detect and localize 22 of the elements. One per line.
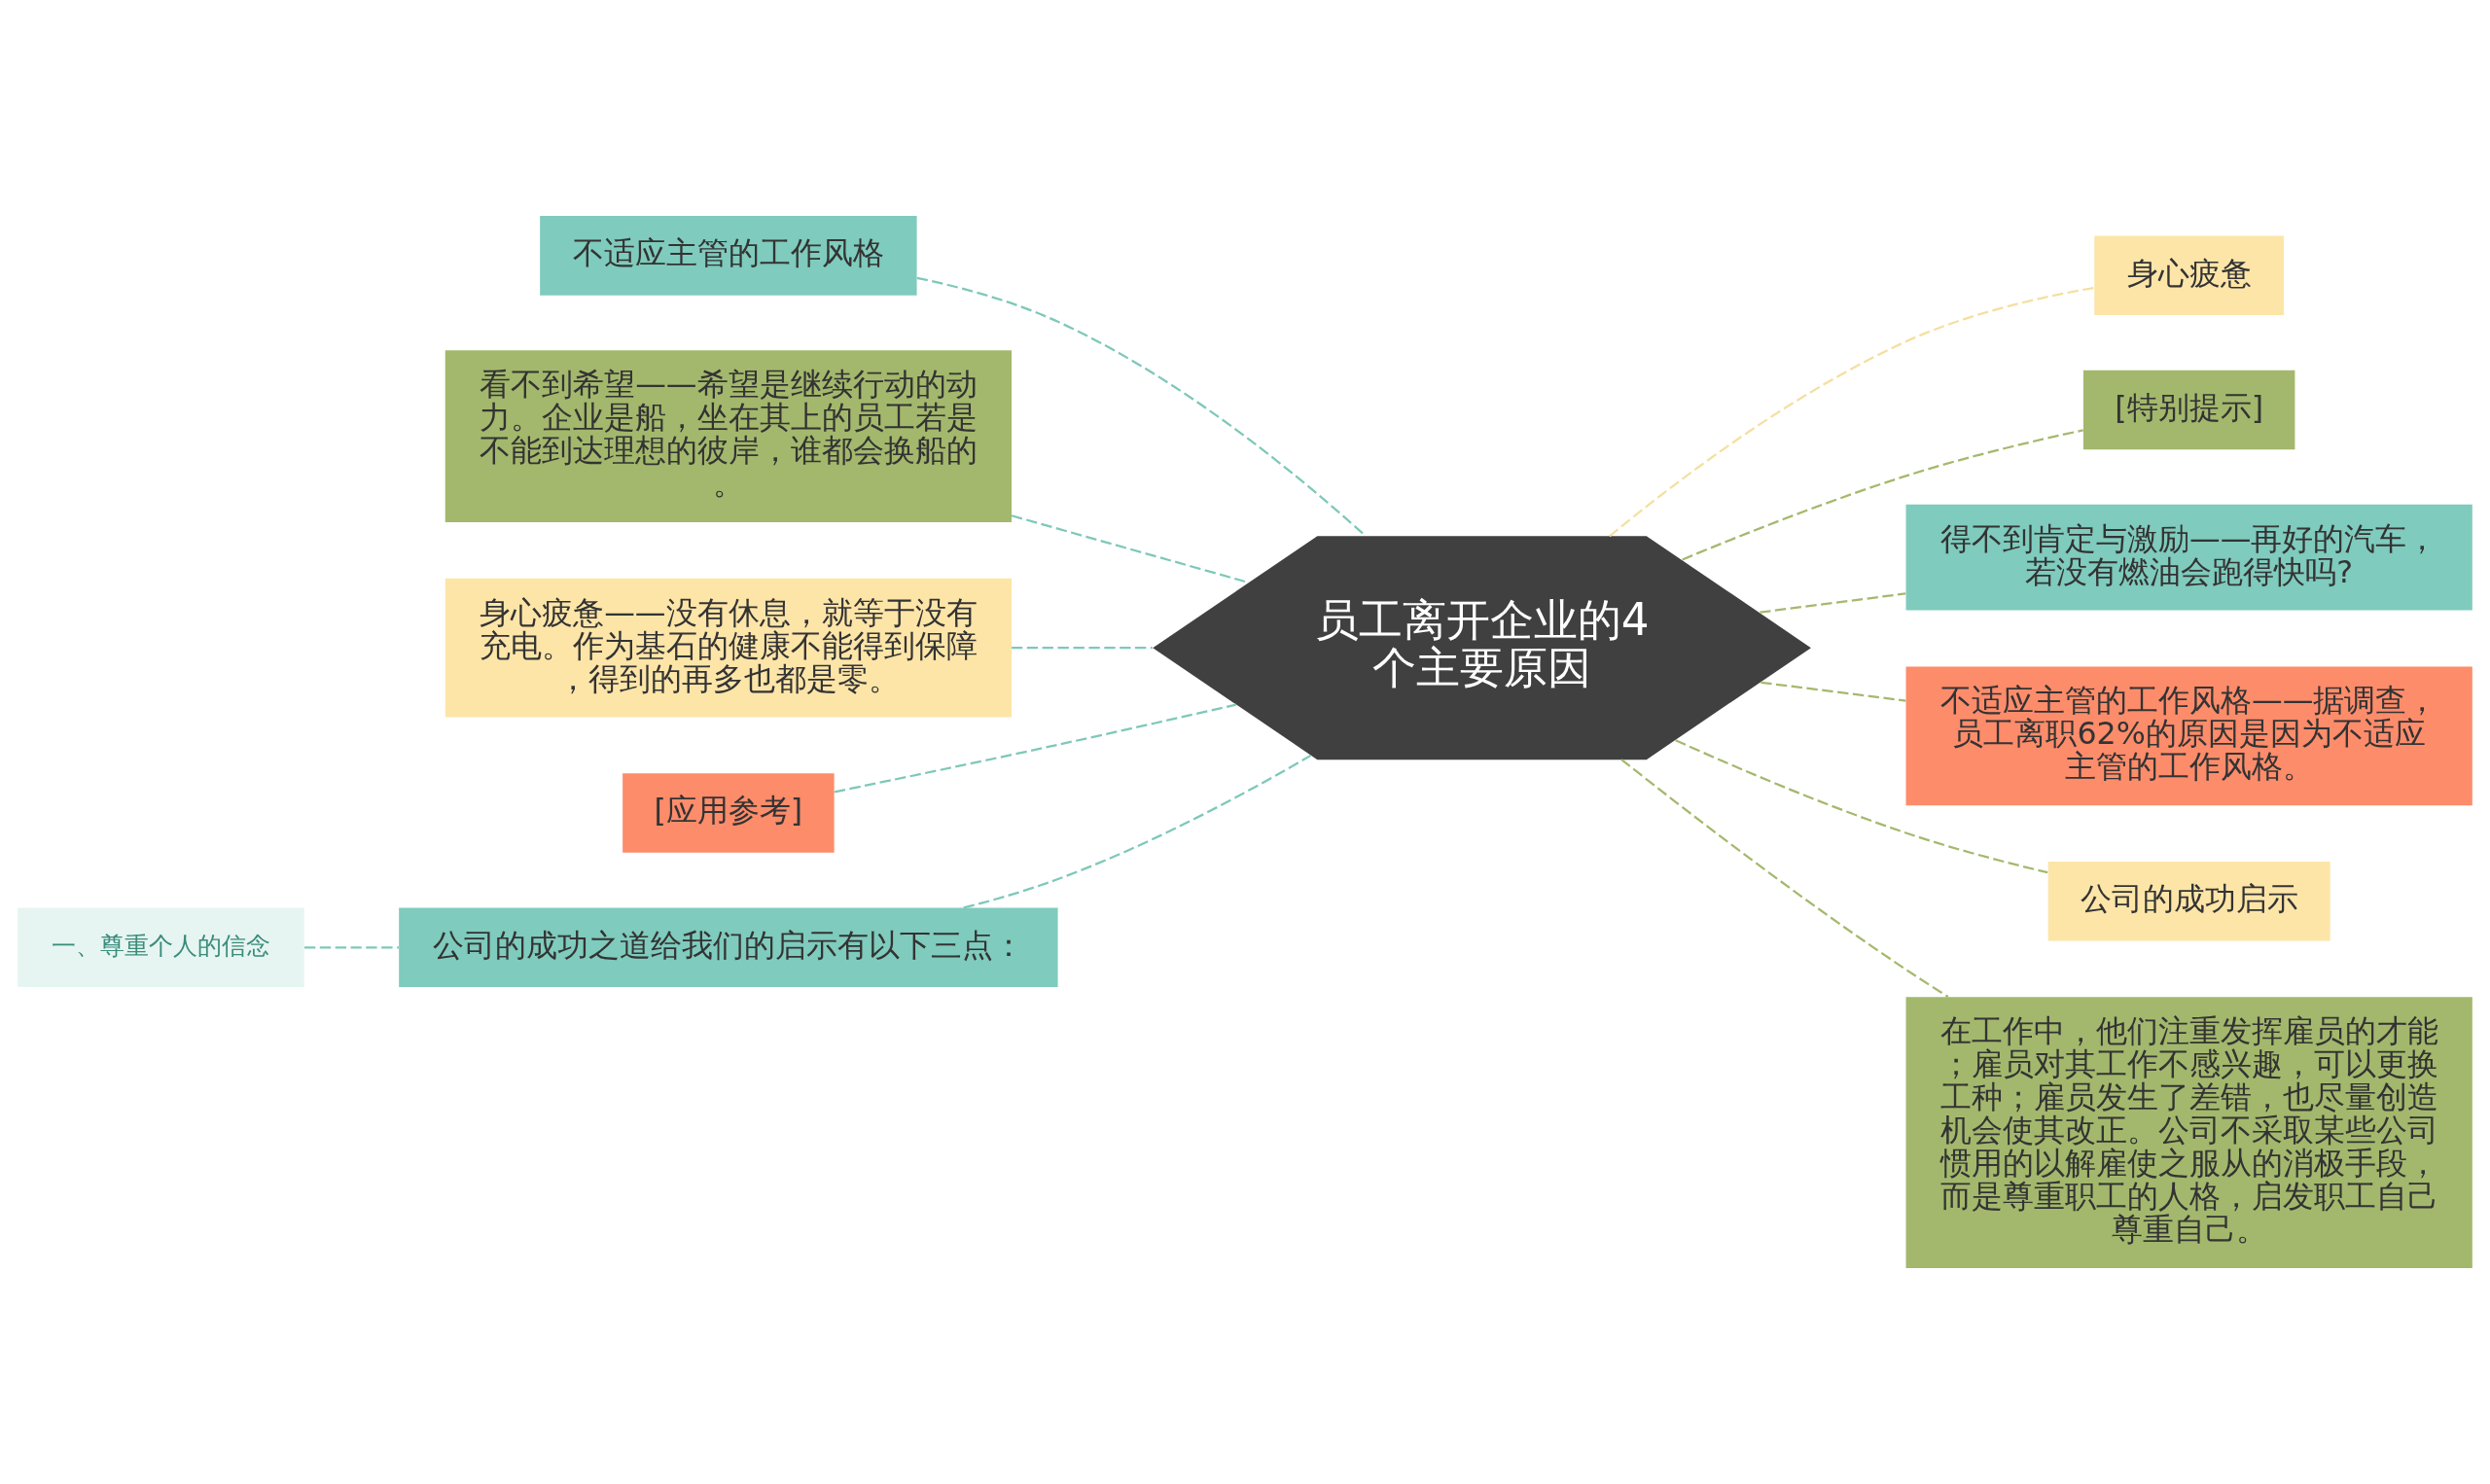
node-box: 公司的成功之道给我们的启示有以下三点： bbox=[399, 907, 1058, 988]
connector bbox=[1761, 681, 1906, 702]
node-box: 一、尊重个人的信念 bbox=[18, 907, 304, 988]
node-box: [特别提示] bbox=[2082, 370, 2295, 450]
node-box: [应用参考] bbox=[622, 773, 835, 853]
node-box: 得不到肯定与激励——再好的汽车，若没有燃油会跑得快吗? bbox=[1905, 504, 2472, 611]
node-box: 不适应主管的工作风格——据调查，员工离职62%的原因是因为不适应主管的工作风格。 bbox=[1905, 666, 2472, 806]
connector bbox=[1609, 286, 2095, 538]
connector bbox=[304, 946, 399, 949]
node-box: 身心疲惫——没有休息，就等于没有充电。作为基石的健康不能得到保障，得到的再多也都是零。 bbox=[445, 578, 1012, 718]
connector bbox=[963, 754, 1312, 909]
connector bbox=[1012, 647, 1153, 650]
node-box: 在工作中，他们注重发挥雇员的才能；雇员对其工作不感兴趣，可以更换工种；雇员发生了差错，也尽量创造机会使其改正。公司不采取某些公司惯用的以解雇使之服从的消极手段，而是尊重职工的人格，启发职工自己尊重自己。 bbox=[1905, 997, 2472, 1268]
node-box: 看不到希望——希望是继续行动的动力。企业是船，坐在其上的员工若是不能到达理想的彼岸，谁都会换船的。 bbox=[445, 350, 1012, 522]
node-box: 不适应主管的工作风格 bbox=[540, 216, 917, 296]
node-box: 身心疲惫 bbox=[2094, 235, 2285, 315]
connector bbox=[1760, 592, 1906, 614]
connector bbox=[1620, 759, 1949, 998]
connector bbox=[1682, 429, 2083, 561]
connector bbox=[1675, 739, 2048, 874]
connector bbox=[834, 703, 1237, 794]
node-box: 公司的成功启示 bbox=[2047, 861, 2330, 941]
